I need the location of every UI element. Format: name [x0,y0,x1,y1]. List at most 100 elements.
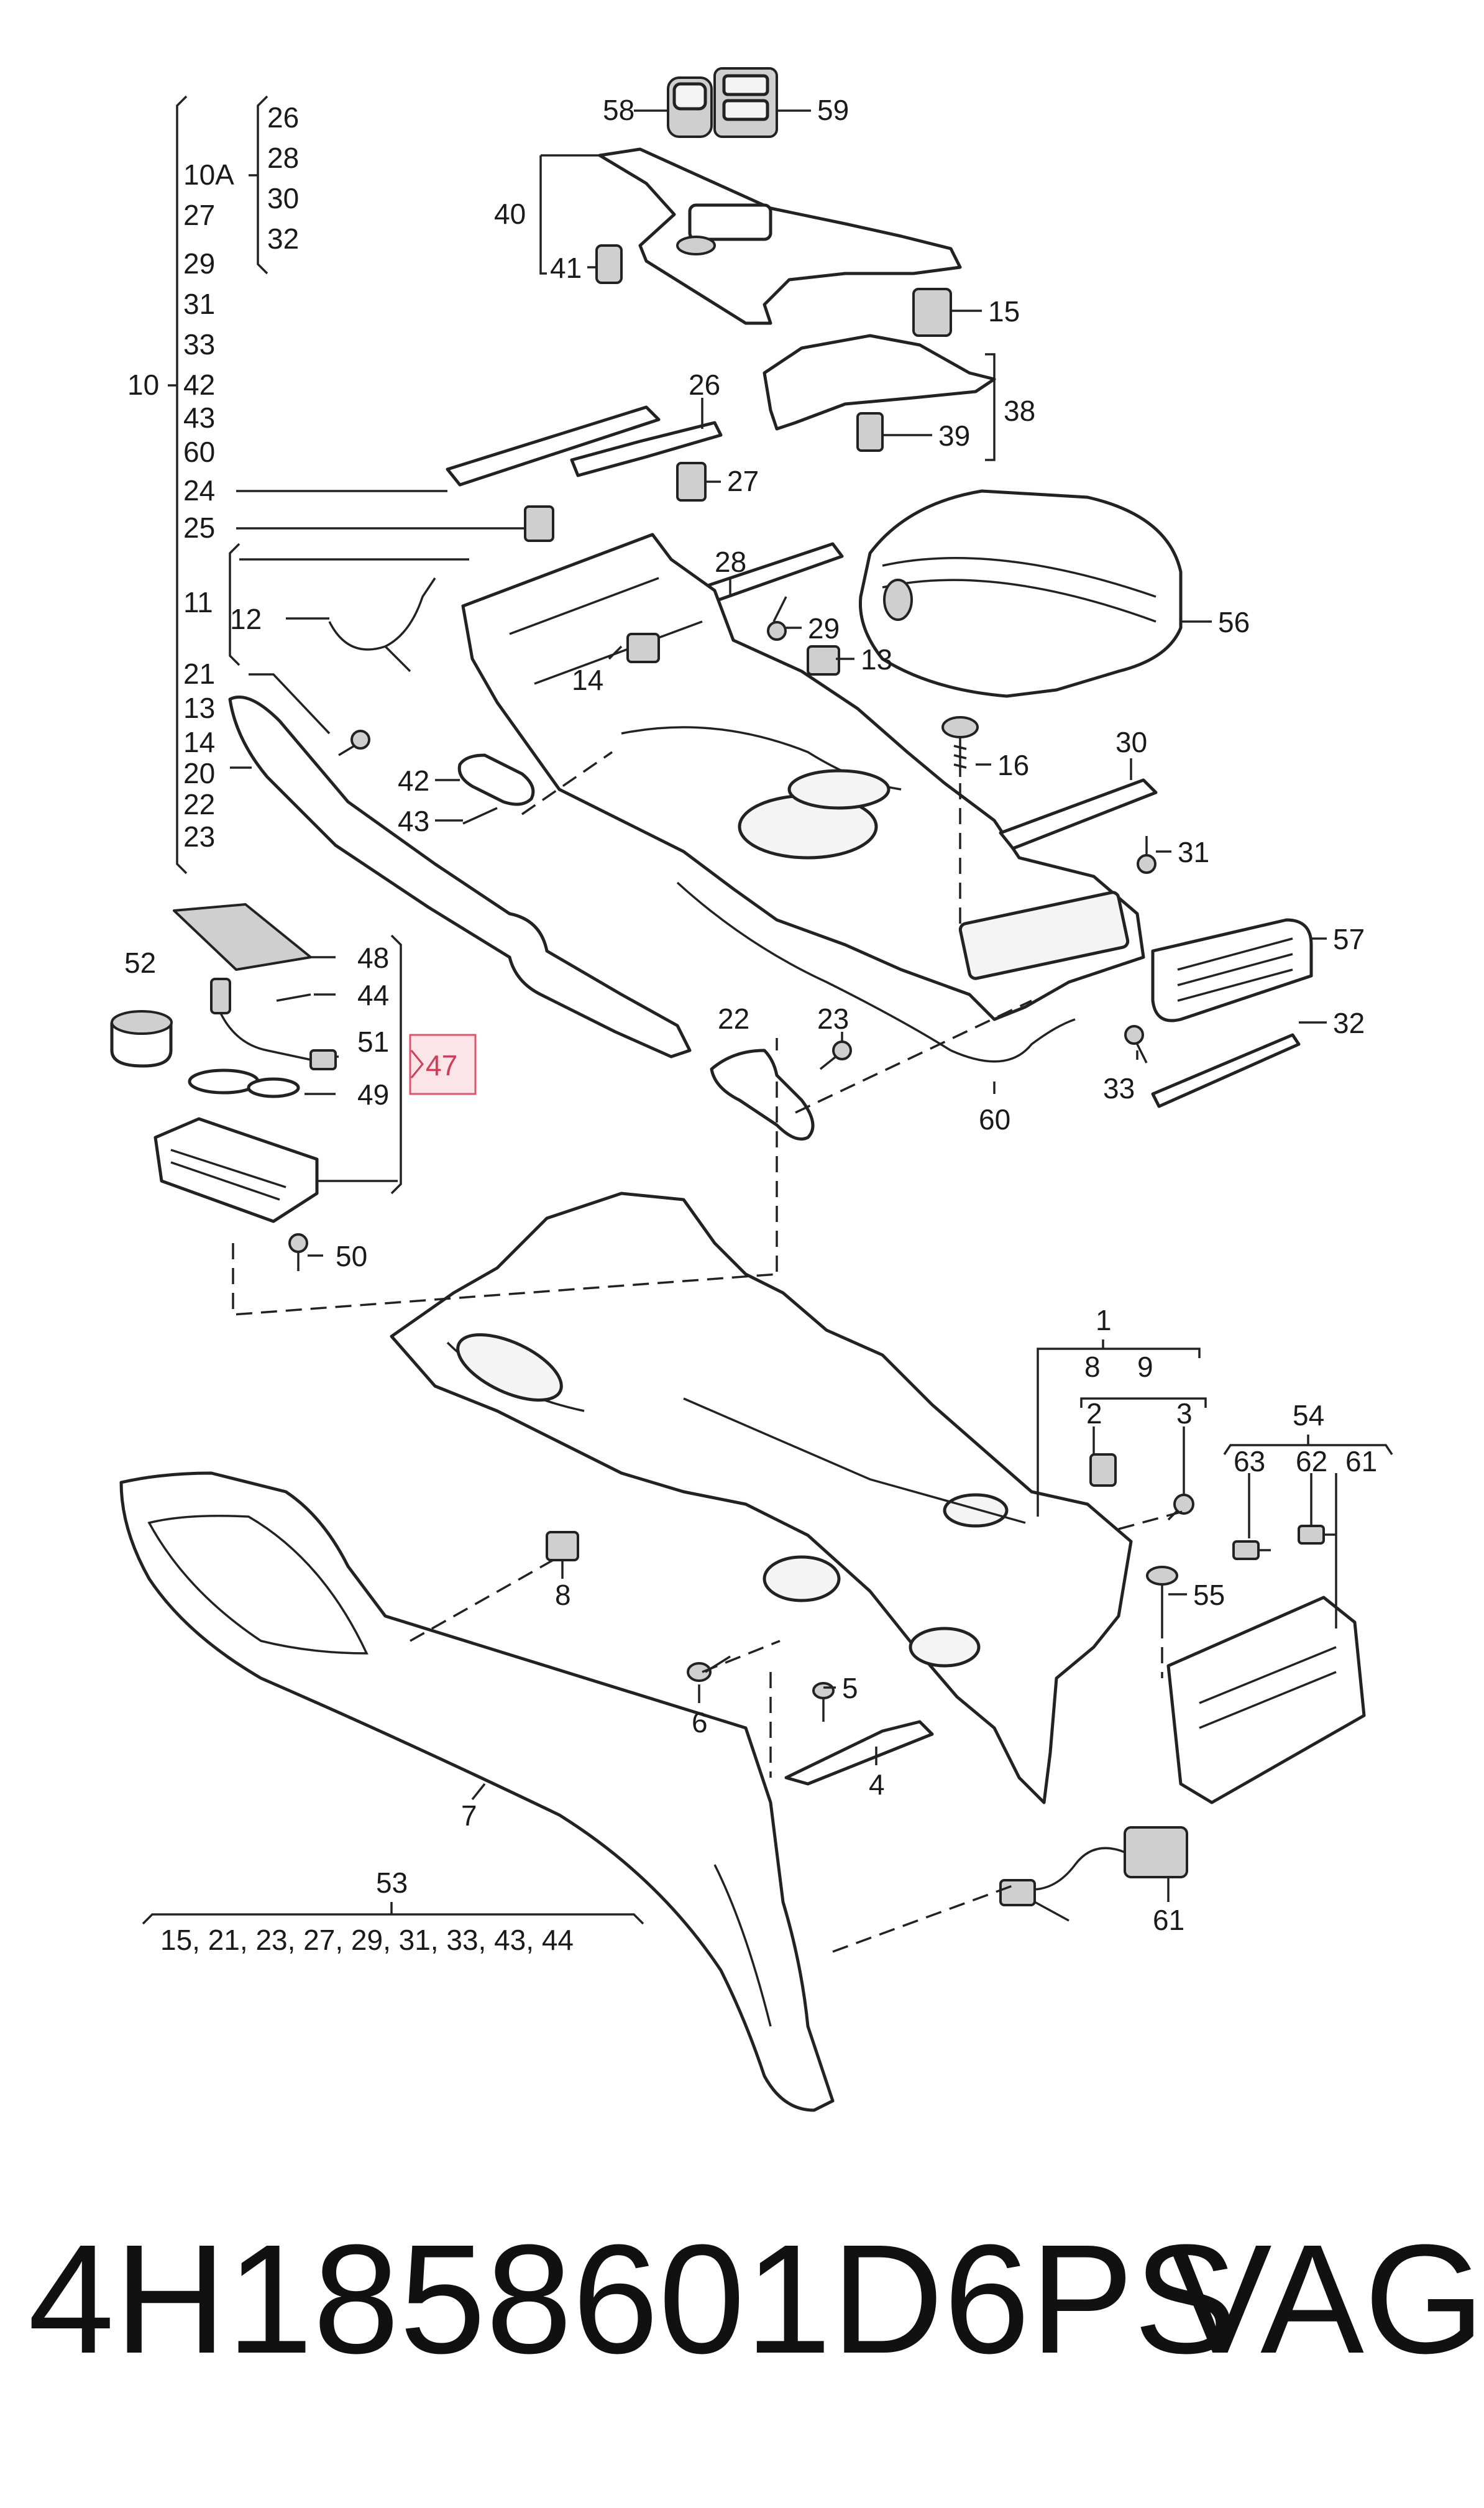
callout-labels: 58 59 40 41 15 38 39 26 27 28 29 13 56 1… [124,94,1377,1956]
group-11-item-14[interactable]: 14 [183,726,215,758]
callout-33[interactable]: 33 [1103,1072,1135,1105]
part-54-rear-storage [1166,1596,1366,1804]
callout-38[interactable]: 38 [1004,395,1035,427]
callout-44[interactable]: 44 [357,979,389,1011]
group-10a-item-28[interactable]: 28 [267,142,299,174]
part-4-bracket [784,1720,934,1786]
group-11-item-13[interactable]: 13 [183,692,215,724]
part-52-cup [110,1010,173,1068]
callout-22[interactable]: 22 [718,1003,749,1035]
callout-54[interactable]: 54 [1293,1399,1324,1431]
callout-16[interactable]: 16 [997,749,1029,781]
callout-56[interactable]: 56 [1218,606,1250,638]
callout-12[interactable]: 12 [230,603,262,635]
callout-1-item-9[interactable]: 9 [1137,1351,1153,1383]
group-10-item-33[interactable]: 33 [183,328,215,361]
callout-7[interactable]: 7 [461,1799,477,1832]
part-29-screw [767,596,787,641]
part-7-side-panel [119,1471,835,2112]
part-24-rail [446,405,661,487]
callout-54-item-62[interactable]: 62 [1296,1445,1327,1477]
group-10-item-10a[interactable]: 10A [183,158,234,191]
group-10-item-27[interactable]: 27 [183,199,215,231]
part-50-screw [288,1233,308,1271]
callout-48[interactable]: 48 [357,942,389,974]
callout-60[interactable]: 60 [979,1103,1010,1136]
part-38-cover [763,334,996,431]
group-10-item-60[interactable]: 60 [183,436,215,468]
callout-27[interactable]: 27 [727,465,759,497]
group-10-item-29[interactable]: 29 [183,247,215,280]
callout-39[interactable]: 39 [938,420,970,452]
callout-15[interactable]: 15 [988,295,1020,328]
part-40-trim-plate [598,147,962,325]
group-11-item-23[interactable]: 23 [183,820,215,853]
callout-52[interactable]: 52 [124,947,156,979]
group-10-label[interactable]: 10 [127,369,159,401]
callout-31[interactable]: 31 [1178,836,1209,868]
callout-14[interactable]: 14 [572,664,603,696]
callout-4[interactable]: 4 [869,1768,885,1801]
callout-61[interactable]: 61 [1153,1904,1184,1936]
part-49-disc [188,1068,300,1098]
part-56-armrest [858,489,1183,698]
callout-2[interactable]: 2 [1086,1397,1102,1430]
group-11-item-21[interactable]: 21 [183,658,215,690]
part-21-screw [338,730,370,756]
group-11-item-22[interactable]: 22 [183,788,215,820]
group-10-item-43[interactable]: 43 [183,402,215,434]
part-41-clip [595,244,623,284]
group-10-item-24[interactable]: 24 [183,474,215,507]
callout-1-item-8[interactable]: 8 [1084,1351,1101,1383]
callout-53[interactable]: 53 [376,1867,408,1899]
callout-8[interactable]: 8 [555,1579,571,1611]
callout-40[interactable]: 40 [494,198,526,230]
group-10a-item-32[interactable]: 32 [267,223,299,255]
part-61-wiring [999,1826,1188,1922]
callout-6[interactable]: 6 [692,1706,708,1739]
callout-54-item-63[interactable]: 63 [1234,1445,1265,1477]
callout-42[interactable]: 42 [398,765,429,797]
part-48-mat [173,903,312,971]
callout-30[interactable]: 30 [1115,726,1147,758]
part-60-wire [950,1018,1076,1063]
callout-28[interactable]: 28 [715,546,746,578]
callout-5[interactable]: 5 [842,1672,858,1704]
callout-58[interactable]: 58 [603,94,634,126]
callout-26[interactable]: 26 [689,369,720,401]
callout-47[interactable]: 47 [426,1049,457,1082]
callout-57[interactable]: 57 [1333,923,1365,955]
callout-3[interactable]: 3 [1176,1397,1193,1430]
leader-lines [142,95,1393,1925]
callout-49[interactable]: 49 [357,1078,389,1111]
part-27-clip [676,462,707,502]
group-10a-item-26[interactable]: 26 [267,101,299,134]
callout-1[interactable]: 1 [1096,1304,1112,1336]
callout-51[interactable]: 51 [357,1026,389,1058]
callout-59[interactable]: 59 [817,94,849,126]
part-62-connector [1298,1525,1336,1545]
callout-41[interactable]: 41 [550,252,582,284]
group-11-label[interactable]: 11 [183,586,213,618]
callout-32[interactable]: 32 [1333,1007,1365,1039]
callout-13[interactable]: 13 [861,643,892,676]
part-23-screw [819,1040,852,1070]
callout-47-highlight[interactable]: 47 [409,1034,477,1095]
part-32-strip [1151,1033,1301,1108]
part-5-screw [812,1682,835,1722]
part-39-clip [856,412,884,452]
callout-43[interactable]: 43 [398,805,429,837]
part-47-storage-box [153,1117,319,1223]
callout-55[interactable]: 55 [1193,1579,1225,1611]
callout-54-item-61[interactable]: 61 [1345,1445,1377,1477]
group-10-item-31[interactable]: 31 [183,288,215,320]
callout-50[interactable]: 50 [336,1240,367,1272]
group-10-item-25[interactable]: 25 [183,512,215,544]
group-10-item-42[interactable]: 42 [183,369,215,401]
kit-53-contents: 15, 21, 23, 27, 29, 31, 33, 43, 44 [160,1924,574,1956]
group-11-item-20[interactable]: 20 [183,757,215,789]
group-10a-item-30[interactable]: 30 [267,182,299,214]
callout-23[interactable]: 23 [817,1003,849,1035]
callout-29[interactable]: 29 [808,612,840,645]
